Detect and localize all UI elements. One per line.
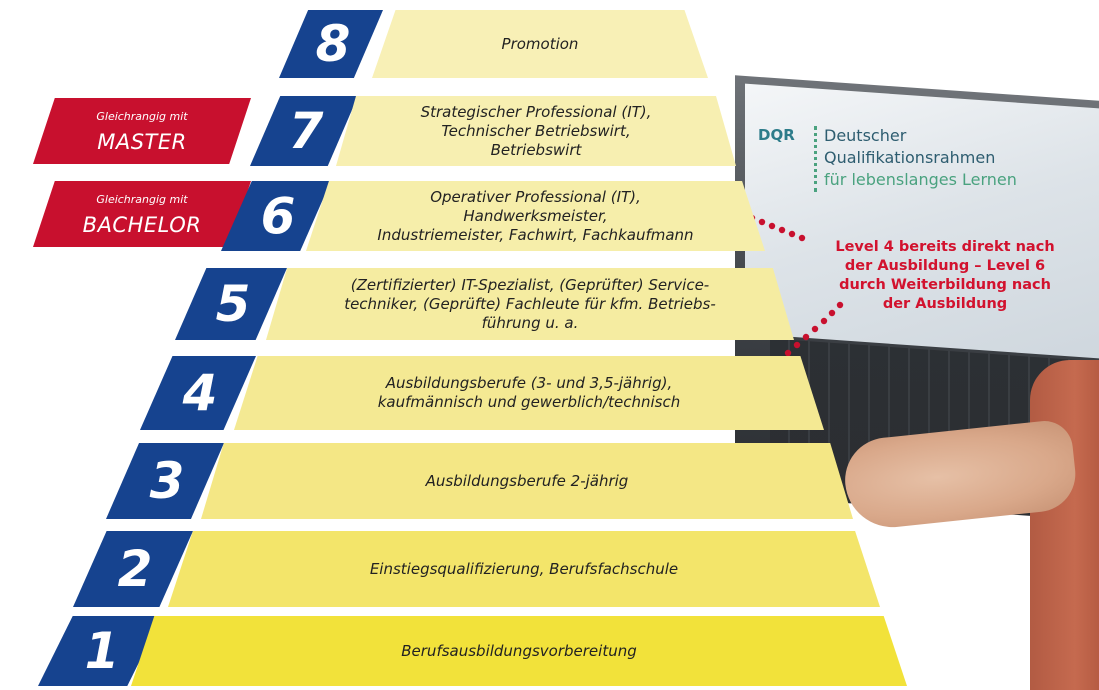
level-5-line: führung u. a. xyxy=(481,313,579,332)
level-6-line: Operativer Professional (IT), xyxy=(430,187,641,206)
level-number-text: 3 xyxy=(149,452,185,510)
level-number-text: 6 xyxy=(260,187,296,245)
level-6-line: Handwerksmeister, xyxy=(463,206,608,225)
callout-line: der Ausbildung xyxy=(882,296,1008,312)
level-7-line: Betriebswirt xyxy=(490,140,582,159)
equivalent-badge-bachelor: Gleichrangig mit BACHELOR xyxy=(33,181,251,247)
level-number-text: 1 xyxy=(84,622,120,680)
level-3-bar: Ausbildungsberufe 2-jährig xyxy=(201,443,853,519)
equivalent-caption: Gleichrangig mit xyxy=(96,110,188,123)
level-5-line: techniker, (Geprüfte) Fachleute für kfm.… xyxy=(344,294,716,313)
equivalent-caption: Gleichrangig mit xyxy=(96,193,188,206)
level-3-line: Ausbildungsberufe 2-jährig xyxy=(425,471,629,490)
callout-text: Level 4 bereits direkt nach der Ausbildu… xyxy=(795,238,1095,314)
level-6-bar: Operativer Professional (IT), Handwerksm… xyxy=(306,181,765,251)
level-4-bar: Ausbildungsberufe (3- und 3,5-jährig), k… xyxy=(234,356,824,430)
equivalent-degree: MASTER xyxy=(97,130,187,154)
level-8-line: Promotion xyxy=(501,34,579,53)
equivalent-degree: BACHELOR xyxy=(82,213,202,237)
arm-photo xyxy=(1030,360,1099,690)
level-number-text: 4 xyxy=(182,364,218,422)
dqr-title-line-2: Qualifikationsrahmen xyxy=(824,148,996,167)
level-2-line: Einstiegsqualifizierung, Berufsfachschul… xyxy=(369,559,679,578)
level-number-text: 2 xyxy=(117,540,153,598)
callout-line: durch Weiterbildung nach xyxy=(839,277,1051,293)
level-8-bar: Promotion xyxy=(372,10,708,78)
level-4-line: Ausbildungsberufe (3- und 3,5-jährig), xyxy=(385,374,673,392)
dqr-divider xyxy=(814,126,820,192)
level-5-line: (Zertifizierter) IT-Spezialist, (Geprüft… xyxy=(350,275,710,294)
callout-line: Level 4 bereits direkt nach xyxy=(835,239,1055,255)
equivalent-badge-master: Gleichrangig mit MASTER xyxy=(33,98,251,164)
level-1-bar: Berufsausbildungsvorbereitung xyxy=(131,616,907,686)
level-7-line: Strategischer Professional (IT), xyxy=(420,102,652,121)
dqr-title-line-3: für lebenslanges Lernen xyxy=(824,170,1017,189)
dqr-logo: DQR Deutscher Qualifikationsrahmen für l… xyxy=(758,118,1088,208)
level-7-line: Technischer Betriebswirt, xyxy=(441,121,631,140)
level-4-line: kaufmännisch und gewerblich/technisch xyxy=(377,393,681,411)
dqr-title-line-1: Deutscher xyxy=(824,126,907,145)
level-2-bar: Einstiegsqualifizierung, Berufsfachschul… xyxy=(168,531,880,607)
level-number-text: 7 xyxy=(288,102,324,160)
dqr-abbreviation: DQR xyxy=(758,126,795,144)
level-number-text: 5 xyxy=(215,275,251,333)
level-6-line: Industriemeister, Fachwirt, Fachkaufmann xyxy=(377,225,694,244)
callout-line: der Ausbildung – Level 6 xyxy=(844,258,1046,274)
level-7-bar: Strategischer Professional (IT), Technis… xyxy=(336,96,736,166)
level-1-line: Berufsausbildungsvorbereitung xyxy=(401,641,637,660)
level-5-bar: (Zertifizierter) IT-Spezialist, (Geprüft… xyxy=(266,268,794,340)
level-number-text: 8 xyxy=(315,15,351,73)
